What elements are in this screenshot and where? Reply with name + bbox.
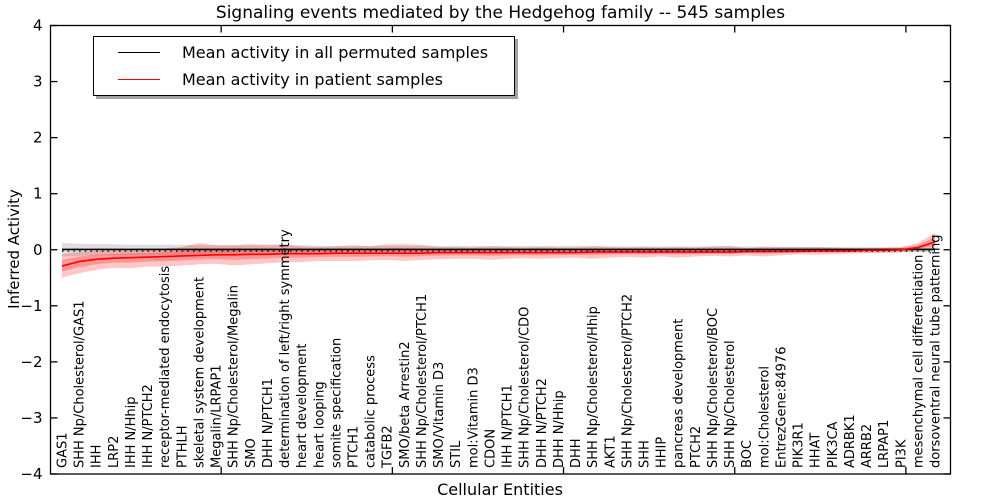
x-tick-label: SMO/Vitamin D3 bbox=[432, 362, 447, 468]
x-tick-label: ARRB2 bbox=[860, 424, 875, 468]
x-tick-label: SHH Np/Cholesterol/CDO bbox=[518, 307, 533, 468]
x-tick-label: skeletal system development bbox=[192, 277, 207, 468]
x-tick-label: catabolic process bbox=[364, 355, 379, 468]
x-tick-label: SHH Np/Cholesterol/PTCH1 bbox=[415, 294, 430, 468]
x-tick-label: dorsoventral neural tube patterning bbox=[929, 235, 944, 468]
x-tick-label: IHH N/PTCH2 bbox=[141, 384, 156, 468]
x-tick-label: IHH N/PTCH1 bbox=[501, 384, 516, 468]
x-tick-label: GAS1 bbox=[56, 433, 71, 469]
band-patient-inner bbox=[62, 237, 935, 272]
black-line-sample-icon bbox=[118, 52, 160, 53]
x-tick-label: heart development bbox=[295, 343, 310, 468]
x-tick-label: PTHLH bbox=[175, 425, 190, 468]
x-tick-label: SHH Np/Cholesterol/Megalin bbox=[227, 285, 242, 468]
x-tick-label: SHH bbox=[638, 440, 653, 468]
legend-label: Mean activity in patient samples bbox=[182, 70, 443, 89]
red-line-sample-icon bbox=[118, 79, 160, 80]
x-tick-label: SMO/beta Arrestin2 bbox=[398, 341, 413, 468]
y-tick-label: −4 bbox=[20, 465, 42, 483]
y-tick-label: 2 bbox=[33, 129, 43, 147]
x-tick-label: EntrezGene:84976 bbox=[774, 347, 789, 468]
x-tick-label: BOC bbox=[740, 440, 755, 468]
chart-title: Signaling events mediated by the Hedgeho… bbox=[215, 3, 786, 23]
x-tick-label: PIK3R1 bbox=[792, 422, 807, 468]
y-tick-label: 1 bbox=[33, 185, 43, 203]
x-tick-label: somite specification bbox=[329, 338, 344, 468]
x-tick-label: STIL bbox=[449, 440, 464, 468]
x-tick-label: SHH Np/Cholesterol bbox=[723, 340, 738, 468]
x-tick-label: mesenchymal cell differentiation bbox=[911, 255, 926, 468]
y-tick-label: −1 bbox=[20, 297, 42, 315]
x-tick-label: heart looping bbox=[312, 381, 327, 468]
x-tick-label: LRPAP1 bbox=[877, 420, 892, 468]
x-tick-label: DHH bbox=[569, 438, 584, 468]
x-tick-label: mol:Vitamin D3 bbox=[466, 367, 481, 468]
x-tick-label: SHH Np/Cholesterol/GAS1 bbox=[73, 300, 88, 468]
x-tick-label: SHH Np/Cholesterol/PTCH2 bbox=[620, 294, 635, 468]
band-patient-outer bbox=[62, 232, 935, 278]
legend: Mean activity in all permuted samples Me… bbox=[93, 36, 515, 96]
x-tick-label: PTCH2 bbox=[689, 426, 704, 468]
x-tick-label: TGFB2 bbox=[381, 425, 396, 469]
x-tick-label: Megalin/LRPAP1 bbox=[210, 364, 225, 468]
legend-item-patient: Mean activity in patient samples bbox=[94, 67, 514, 93]
legend-item-permuted: Mean activity in all permuted samples bbox=[94, 40, 514, 66]
x-tick-label: IHH N/Hhip bbox=[124, 397, 139, 469]
x-axis-title: Cellular Entities bbox=[437, 480, 563, 499]
x-tick-label: AKT1 bbox=[603, 435, 618, 468]
x-tick-label: ADRBK1 bbox=[843, 414, 858, 468]
x-tick-label: HHAT bbox=[809, 433, 824, 468]
x-tick-label: mol:Cholesterol bbox=[757, 366, 772, 468]
x-tick-label: determination of left/right symmetry bbox=[278, 229, 293, 468]
x-tick-label: PI3K bbox=[894, 439, 909, 468]
y-tick-label: −2 bbox=[20, 353, 42, 371]
x-tick-label: CDON bbox=[483, 429, 498, 468]
x-tick-label: pancreas development bbox=[672, 319, 687, 468]
x-tick-label: DHH N/PTCH1 bbox=[261, 378, 276, 468]
x-tick-label: IHH bbox=[90, 445, 105, 468]
x-tick-label: DHH N/Hhip bbox=[552, 390, 567, 468]
x-tick-label: DHH N/PTCH2 bbox=[535, 378, 550, 468]
y-axis-title: Inferred Activity bbox=[5, 189, 23, 309]
legend-label: Mean activity in all permuted samples bbox=[182, 43, 489, 62]
x-tick-label: LRP2 bbox=[107, 436, 122, 468]
x-tick-label: HHIP bbox=[655, 437, 670, 468]
y-tick-label: −3 bbox=[20, 409, 42, 427]
x-tick-label: PTCH1 bbox=[347, 426, 362, 468]
mean-line-patient bbox=[61, 241, 936, 267]
x-tick-label: SHH Np/Cholesterol/Hhip bbox=[586, 306, 601, 468]
x-tick-label: SHH Np/Cholesterol/BOC bbox=[706, 308, 721, 468]
y-tick-label: 0 bbox=[33, 241, 43, 259]
y-tick-label: 3 bbox=[33, 73, 43, 91]
x-tick-label: SMO bbox=[244, 438, 259, 468]
x-tick-label: PIK3CA bbox=[826, 421, 841, 468]
y-tick-label: 4 bbox=[33, 17, 43, 35]
x-tick-label: receptor-mediated endocytosis bbox=[158, 266, 173, 468]
